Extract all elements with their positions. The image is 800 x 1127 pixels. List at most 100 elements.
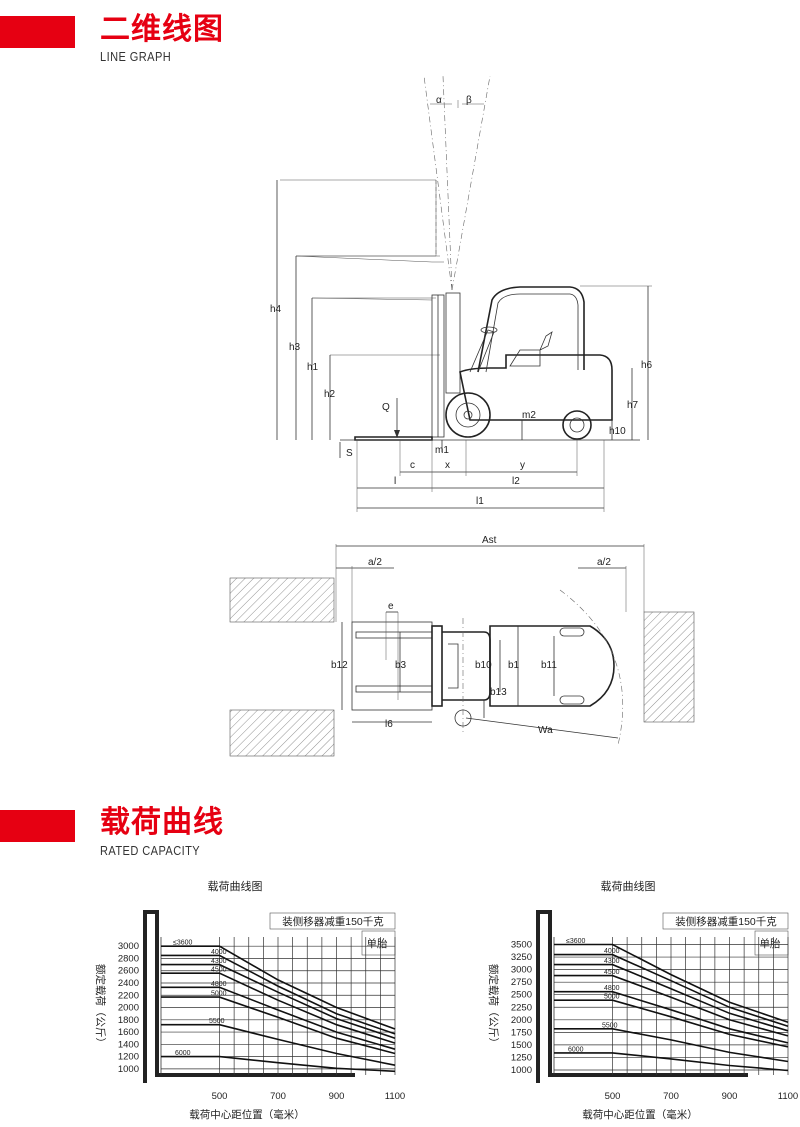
b1-label: b1: [508, 660, 520, 671]
chart2-y-tick-10: 3500: [511, 940, 532, 951]
b13-label: b13: [490, 687, 507, 698]
chart2-tyre: 单胎: [760, 937, 781, 950]
chart1-series-line-4: [161, 986, 396, 1050]
front-wheel-hub: [455, 402, 481, 428]
y-label: y: [520, 460, 525, 471]
aisle-rack-lower-left: [229, 709, 335, 757]
alpha-label: α: [436, 95, 442, 106]
chart2-y-tick-7: 2750: [511, 977, 532, 988]
chart1-series-label-6: 5500: [209, 1018, 225, 1025]
forklift-top-view-diagram: Ast a/2 a/2 e b12 b3 l6 b10 b1 b11 b13 W…: [229, 535, 695, 757]
chart1-note: 装侧移器减重150千克: [282, 915, 384, 928]
chart2-y-tick-6: 2500: [511, 990, 532, 1001]
chart2-series-line-0: [554, 943, 789, 1024]
chart1-title: 载荷曲线图: [208, 879, 263, 893]
l2-label: l2: [512, 476, 520, 487]
tilt-line-alpha-2: [442, 75, 453, 291]
b11-label: b11: [541, 660, 557, 671]
Q-label: Q: [382, 402, 390, 413]
Wa-dim-line: [465, 717, 619, 739]
load-chart-3500: 载荷曲线图装侧移器减重150千克单胎1000125015001750200022…: [487, 879, 798, 1121]
chart2-series-label-2: 4300: [604, 958, 620, 965]
chart2-series-label-5: 5000: [604, 994, 620, 1001]
pallet: [351, 621, 433, 711]
chart2-ylabel: 额定载荷（公斤）: [487, 964, 500, 1048]
tilt-line-alpha-1: [423, 75, 453, 291]
mast-top-view: [448, 643, 459, 689]
section-accent-bar-2: [0, 810, 75, 842]
a2-left-label: a/2: [368, 557, 382, 568]
c-label: c: [410, 460, 415, 471]
tilt-line-beta: [451, 75, 491, 291]
chart1-series-label-2: 4300: [211, 958, 227, 965]
chart2-y-tick-3: 1750: [511, 1027, 532, 1038]
chart2-x-tick-3: 1100: [778, 1091, 798, 1102]
chart1-series-label-0: ≤3600: [173, 940, 193, 947]
a2-right-label: a/2: [597, 557, 611, 568]
chart1-x-tick-1: 700: [270, 1091, 286, 1102]
chart1-xlabel: 载荷中心距位置（毫米）: [189, 1108, 305, 1121]
m1-label: m1: [435, 445, 449, 456]
chart1-series-line-0: [161, 945, 396, 1030]
chart1-x-tick-0: 500: [212, 1091, 228, 1102]
l-label: l: [394, 476, 396, 487]
front-wheel: [445, 392, 491, 438]
l6-label: l6: [385, 719, 393, 730]
chart2-series-line-3: [554, 974, 789, 1037]
h10-label: h10: [609, 426, 626, 437]
seat: [509, 331, 553, 367]
chart2-xlabel: 载荷中心距位置（毫米）: [582, 1108, 698, 1121]
chart2-x-tick-1: 700: [663, 1091, 679, 1102]
chart2-series-label-0: ≤3600: [566, 938, 586, 945]
chart1-series-label-7: 6000: [175, 1050, 191, 1057]
chart1-series-label-4: 4800: [211, 981, 227, 988]
section-subtitle-line-graph: LINE GRAPH: [100, 49, 172, 64]
section-accent-bar: [0, 16, 75, 48]
forklift-side-view-diagram: α β h4 h3 h1 h2 Q S h6 h7 h10 m1: [270, 75, 653, 512]
h4-label: h4: [270, 304, 282, 315]
chart1-x-tick-3: 1100: [385, 1091, 405, 1102]
fork-h3-outline: [296, 255, 440, 299]
h7-label: h7: [627, 400, 639, 411]
fork-bottom: [355, 685, 433, 693]
chart2-y-tick-5: 2250: [511, 1002, 532, 1013]
chart2-y-tick-1: 1250: [511, 1052, 532, 1063]
S-label: S: [346, 448, 353, 459]
aisle-rack-upper-left: [229, 577, 335, 623]
chart2-x-tick-0: 500: [605, 1091, 621, 1102]
chart1-y-tick-3: 1600: [118, 1027, 139, 1038]
fork-max-height-outline: [280, 179, 444, 263]
chart1-y-tick-0: 1000: [118, 1064, 139, 1075]
chart1-series-line-5: [161, 996, 396, 1055]
section-title-line-graph: 二维线图: [100, 12, 224, 47]
chart2-y-tick-0: 1000: [511, 1065, 532, 1076]
chart1-y-tick-1: 1200: [118, 1052, 139, 1063]
section-title-rated-capacity: 载荷曲线: [100, 805, 224, 840]
chart1-series-label-5: 5000: [211, 991, 227, 998]
chart2-note: 装侧移器减重150千克: [675, 915, 777, 928]
chart1-y-tick-6: 2200: [118, 990, 139, 1001]
rear-wheel-top-1: [559, 627, 585, 637]
rear-wheel-top-2: [559, 695, 585, 705]
Wa-label: Wa: [538, 725, 553, 736]
chart2-series-line-1: [554, 953, 789, 1028]
turning-radius-arc: [559, 589, 624, 746]
b10-label: b10: [475, 660, 492, 671]
e-label: e: [388, 601, 394, 612]
overhead-guard: [477, 286, 585, 373]
steering-column: [469, 329, 495, 373]
overhead-guard-inner: [485, 293, 579, 373]
chart2-series-label-7: 6000: [568, 1046, 584, 1053]
h2-label: h2: [324, 389, 336, 400]
l1-label: l1: [476, 496, 484, 507]
chart1-x-tick-2: 900: [329, 1091, 345, 1102]
chart1-note-box: [269, 912, 396, 930]
h6-label: h6: [641, 360, 653, 371]
chart2-series-line-6: [554, 1028, 789, 1063]
chart2-y-tick-9: 3250: [511, 952, 532, 963]
b3-label: b3: [395, 660, 407, 671]
chart2-title: 载荷曲线图: [601, 879, 656, 893]
chart2-series-label-1: 4000: [604, 948, 620, 955]
chart2-series-label-4: 4800: [604, 985, 620, 992]
chart1-series-line-6: [161, 1023, 396, 1066]
